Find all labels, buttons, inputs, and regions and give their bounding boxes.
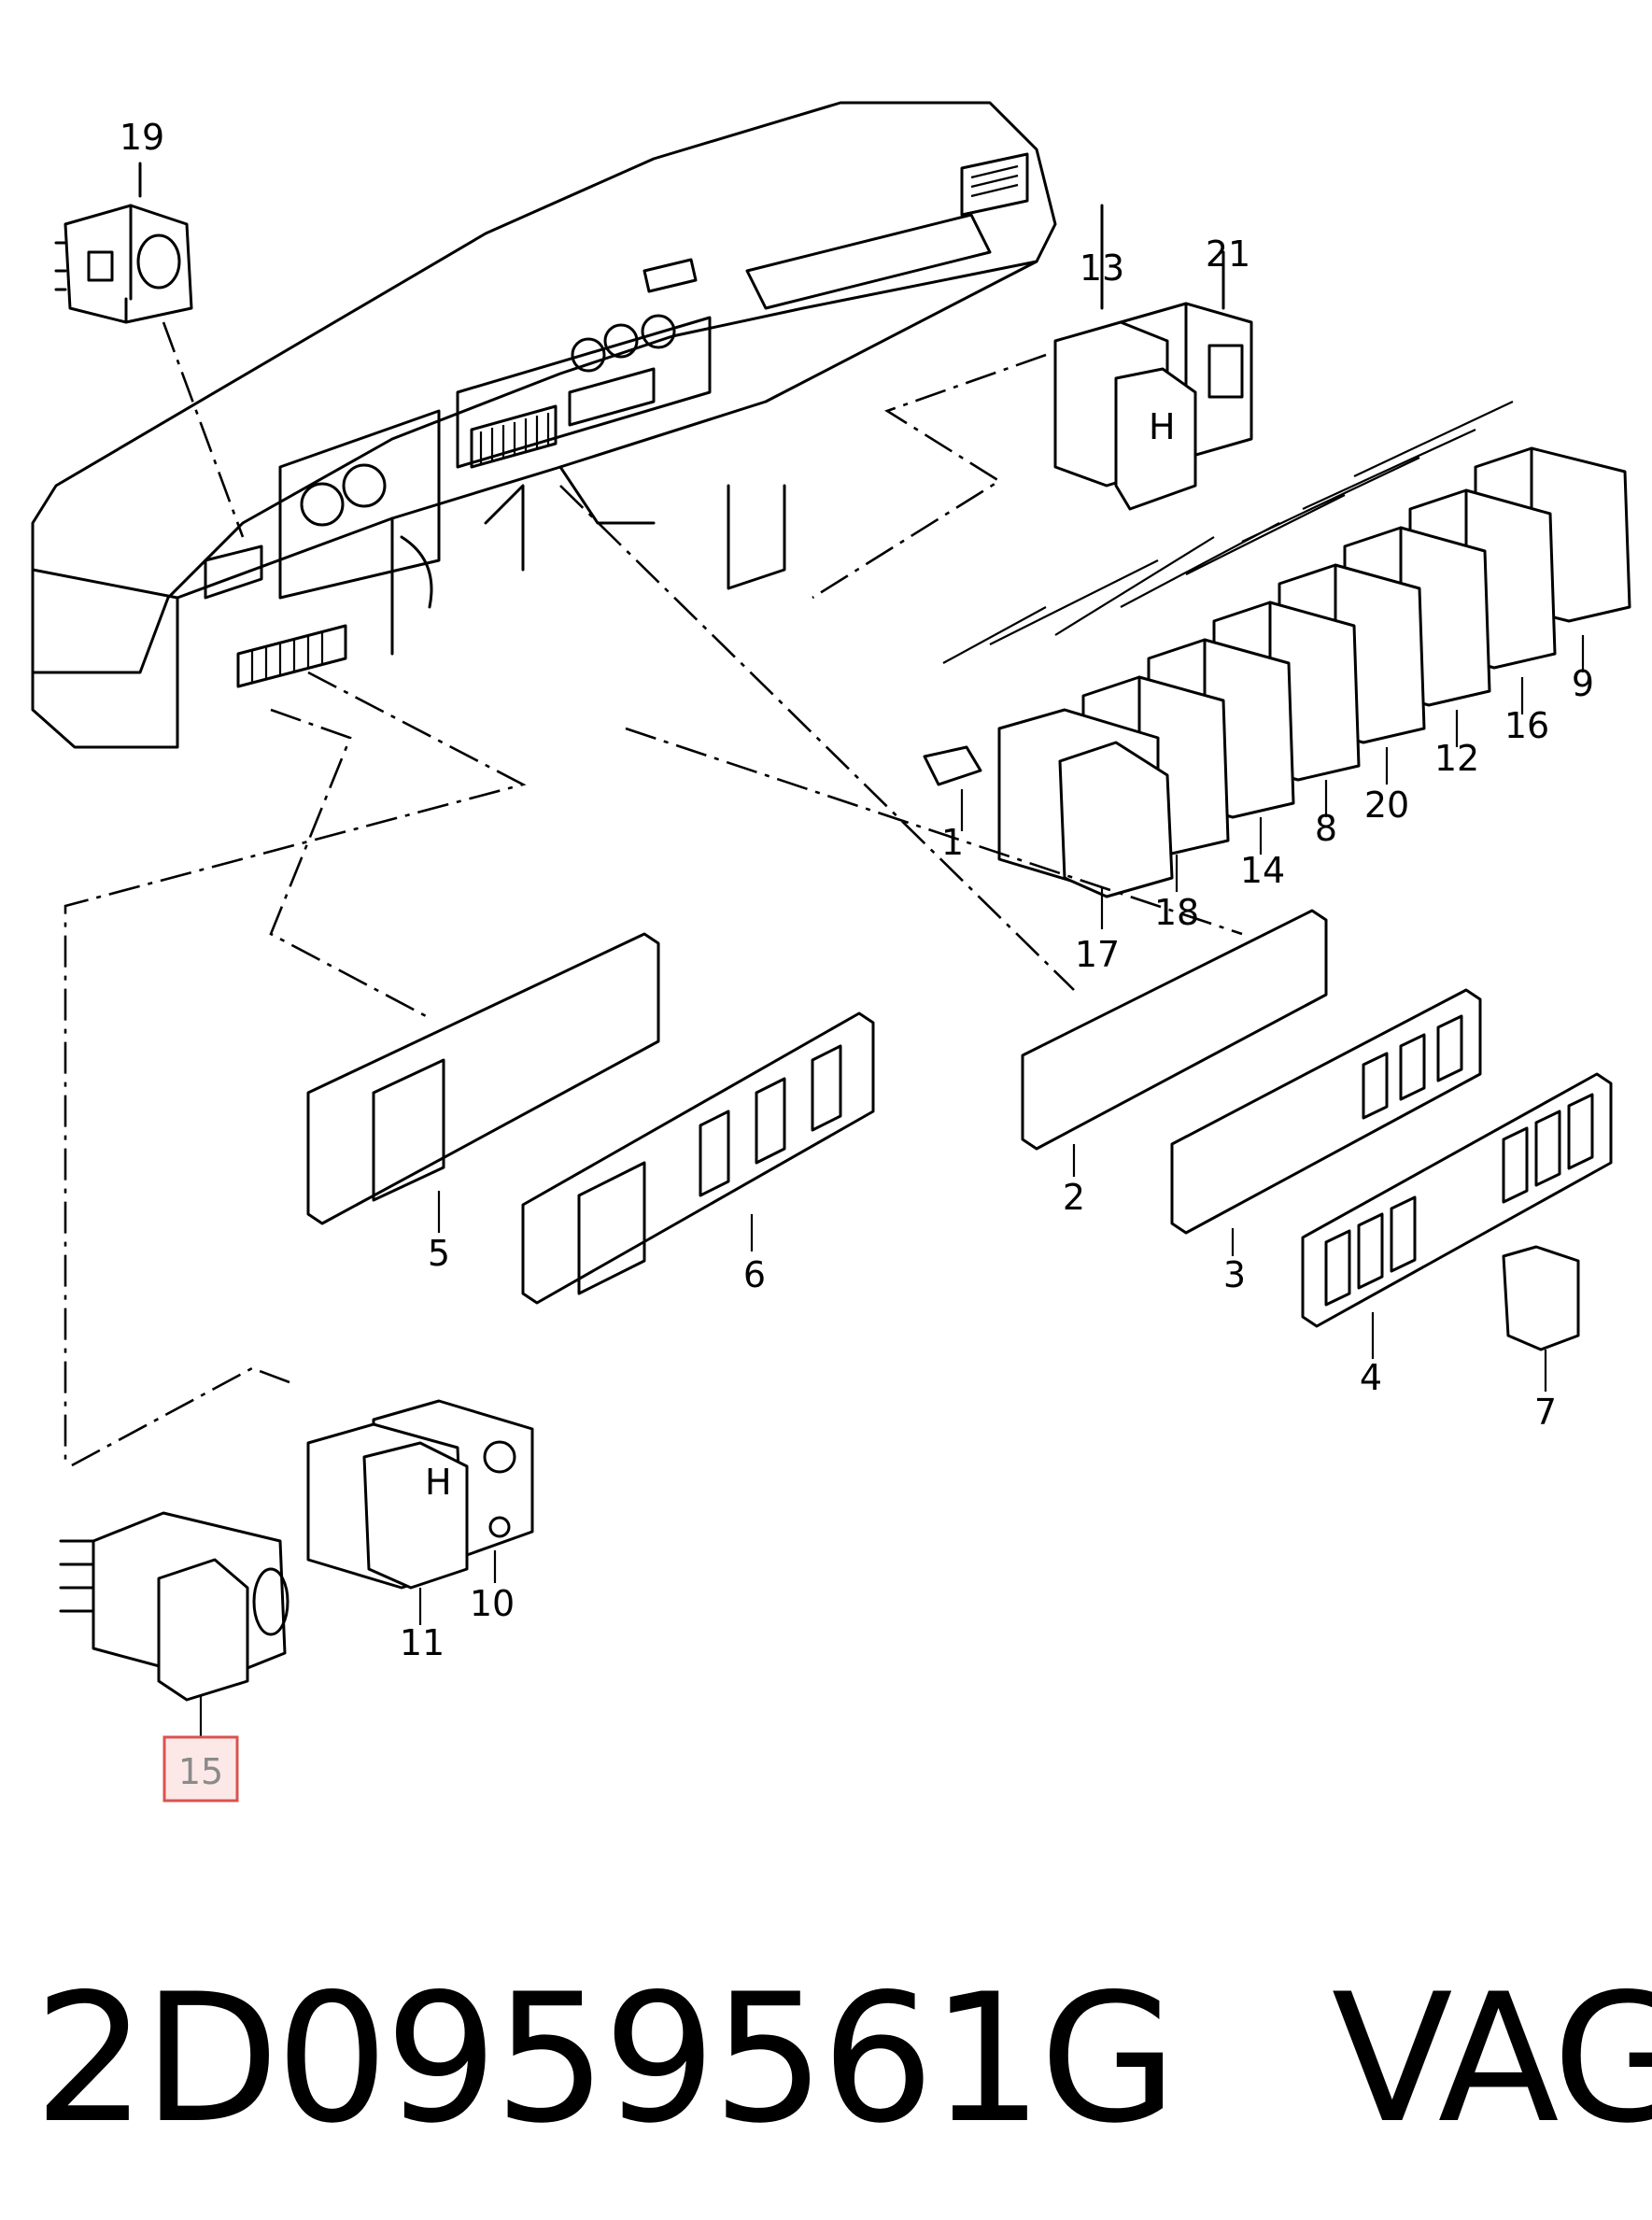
parts-diagram: H [31, 101, 1631, 1803]
switch-19-illustration [54, 162, 193, 324]
label-13: 13 [1080, 247, 1124, 289]
label-16: 16 [1504, 705, 1549, 746]
label-14: 14 [1240, 850, 1285, 891]
label-12: 12 [1434, 738, 1479, 779]
part-number-caption: 2D0959561G VAG [34, 1947, 1652, 2171]
label-8: 8 [1315, 808, 1337, 849]
brand-name: VAG [1331, 1956, 1652, 2162]
label-15-highlight-box [162, 1735, 239, 1803]
bezel-5-illustration [306, 932, 660, 1225]
switch-15-illustration [59, 1511, 289, 1702]
switch-17 [997, 708, 1174, 898]
svg-text:H: H [425, 1462, 452, 1503]
label-20: 20 [1364, 785, 1409, 826]
label-6: 6 [743, 1254, 766, 1295]
label-9: 9 [1572, 663, 1594, 704]
dashboard-illustration [31, 101, 1057, 749]
switch-row-illustration [923, 446, 1631, 898]
label-10: 10 [470, 1583, 515, 1624]
label-7: 7 [1534, 1392, 1557, 1433]
label-11: 11 [400, 1622, 445, 1663]
switch-10-11-illustration: H [306, 1399, 534, 1590]
leader-lines [199, 635, 1585, 1737]
label-3: 3 [1223, 1254, 1246, 1295]
part-7-illustration [1502, 1245, 1580, 1351]
part-number: 2D0959561G [34, 1956, 1178, 2162]
label-1: 1 [941, 822, 964, 863]
label-19: 19 [120, 117, 164, 158]
svg-text:H: H [1149, 406, 1176, 447]
label-2: 2 [1063, 1177, 1085, 1218]
label-15: 15 [178, 1751, 223, 1792]
switch-13-21-illustration: H [1053, 204, 1253, 511]
bezel-4-illustration [1301, 1072, 1613, 1328]
bezel-2-illustration [1021, 909, 1328, 1151]
label-17: 17 [1075, 934, 1120, 975]
label-5: 5 [428, 1233, 450, 1274]
bezel-3-illustration [1170, 988, 1482, 1235]
label-18: 18 [1154, 892, 1199, 933]
label-21: 21 [1206, 233, 1250, 275]
label-4: 4 [1360, 1357, 1382, 1398]
bezel-6-illustration [521, 1011, 875, 1305]
